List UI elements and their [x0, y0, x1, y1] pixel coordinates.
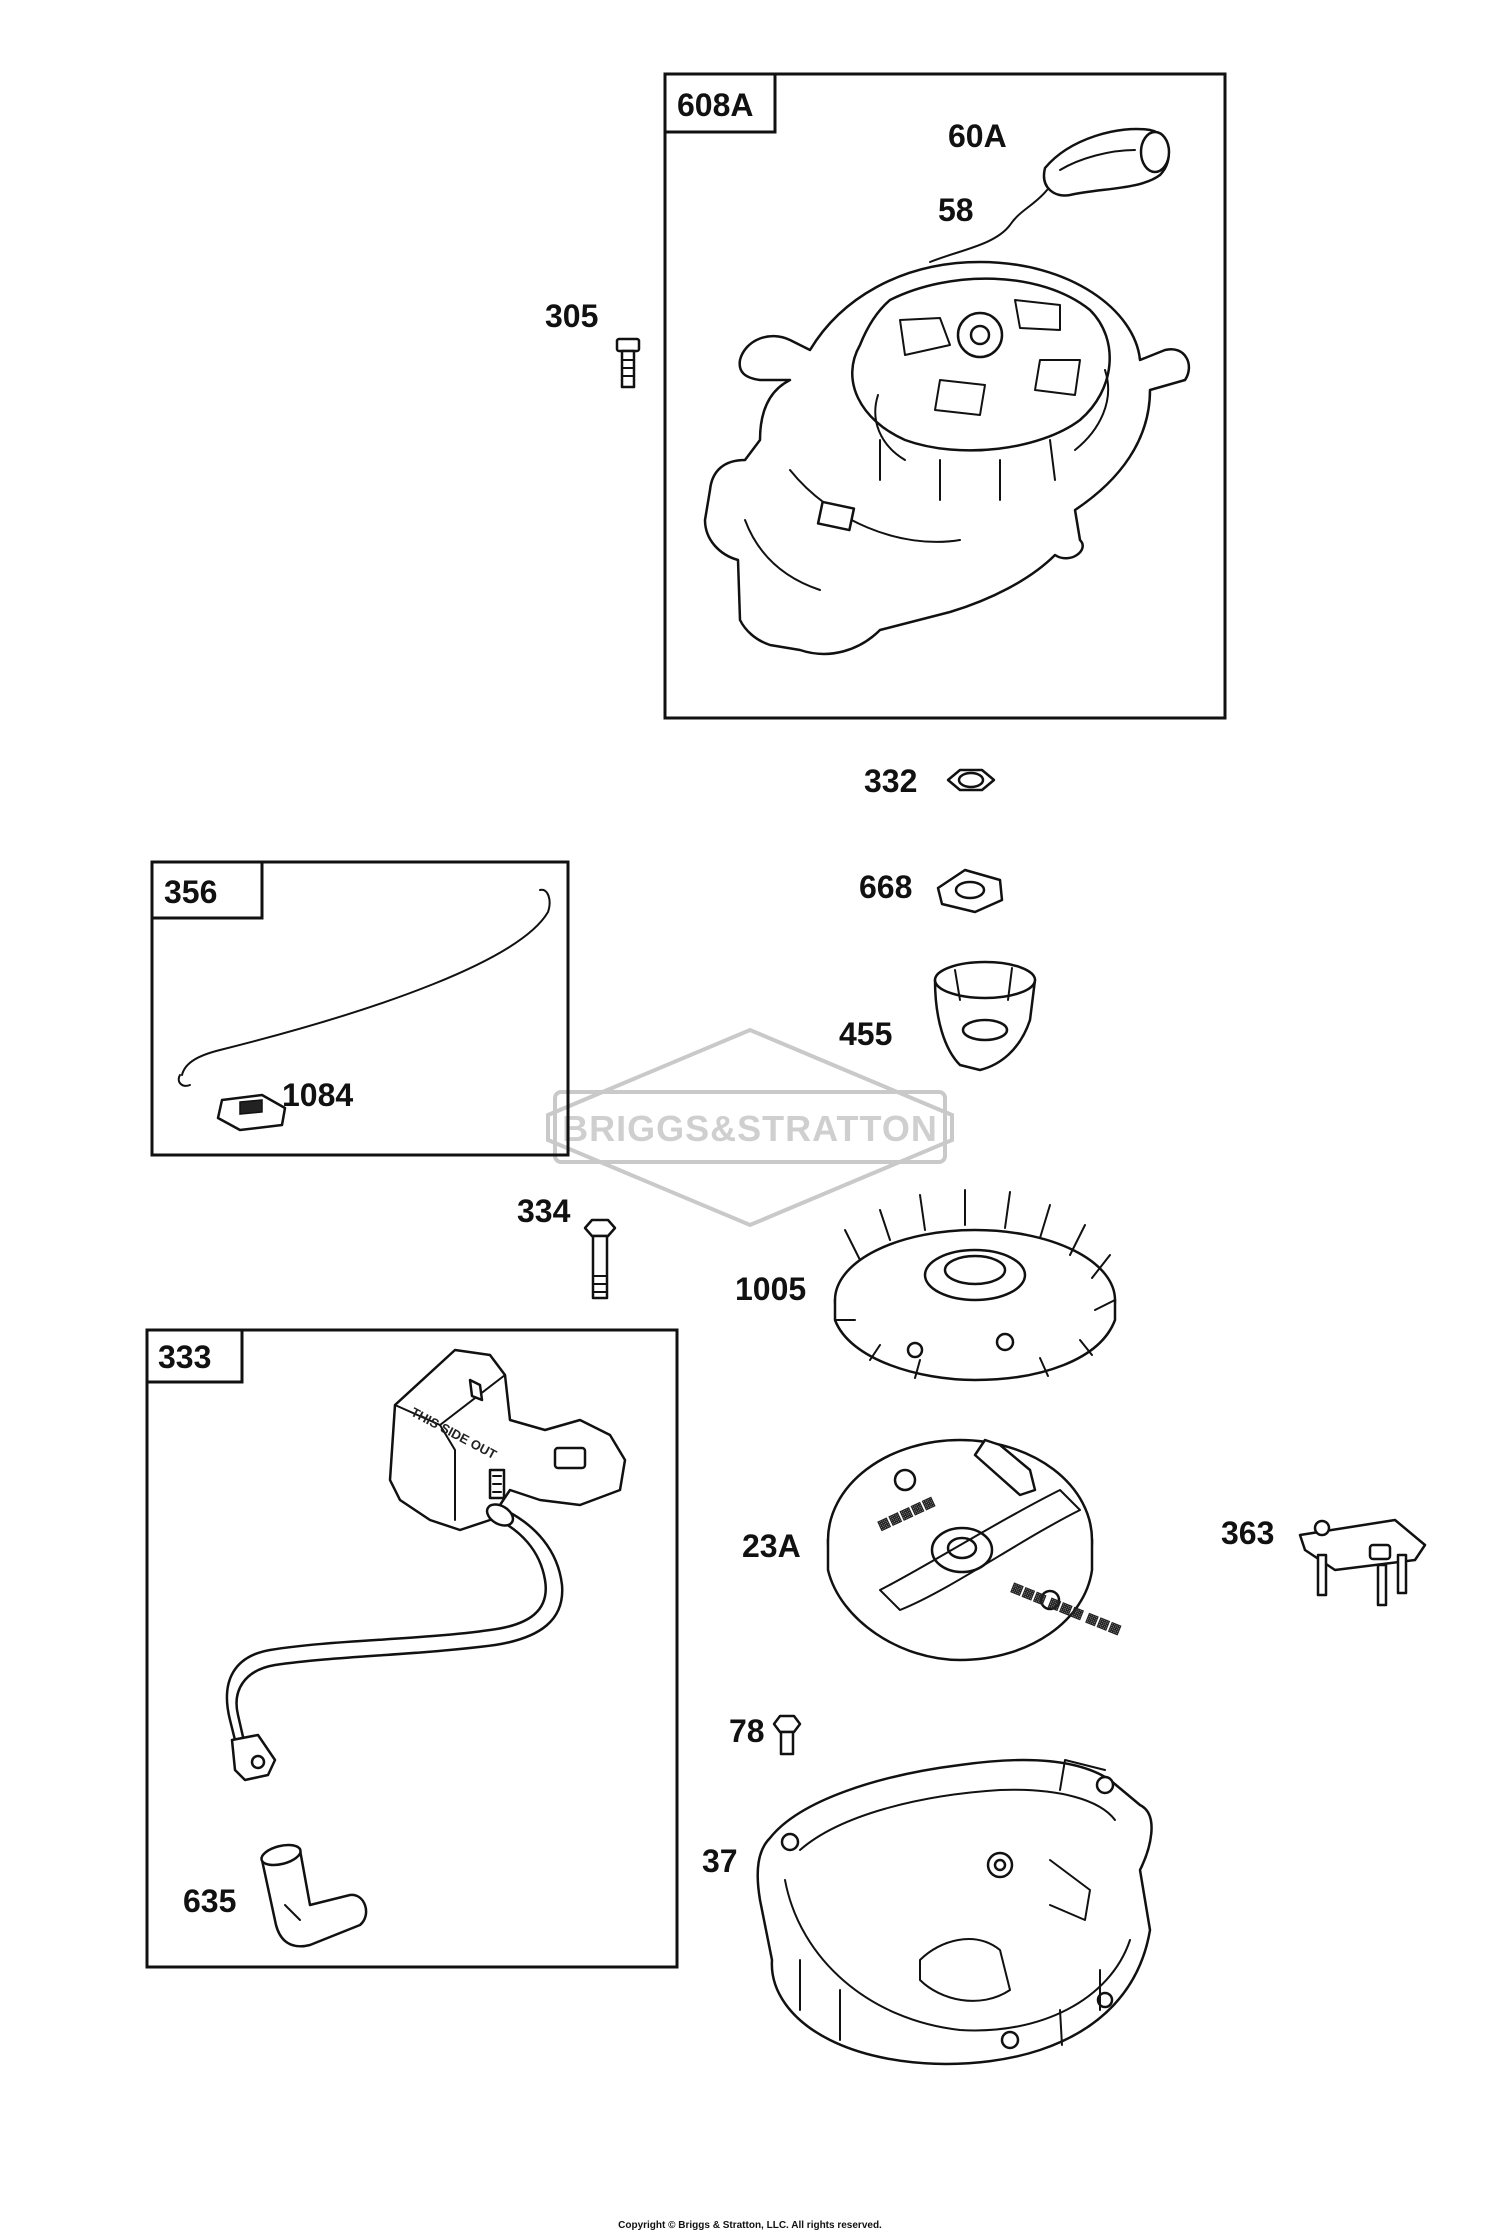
label-363: 363: [1221, 1515, 1274, 1551]
nut-332: 332: [864, 763, 996, 799]
watermark-text: BRIGGS&STRATTON: [562, 1108, 938, 1149]
starter-rope: [929, 189, 1048, 263]
label-1005: 1005: [735, 1271, 806, 1307]
fan-1005: 1005: [735, 1189, 1117, 1382]
bolt-305: 305: [545, 298, 641, 389]
label-305: 305: [545, 298, 598, 334]
washer-668: 668: [859, 868, 1004, 914]
watermark: BRIGGS&STRATTON: [546, 1027, 954, 1228]
copyright: Copyright © Briggs & Stratton, LLC. All …: [618, 2220, 882, 2231]
ground-wire: [181, 888, 551, 1076]
bracket-363: 363: [1221, 1515, 1427, 1607]
bolt-78: 78: [729, 1713, 802, 1756]
group-608a-label: 608A: [677, 87, 754, 123]
group-356: 356 1084: [150, 860, 570, 1157]
wire-terminal: [230, 1733, 277, 1782]
label-37: 37: [702, 1843, 738, 1879]
label-1084: 1084: [282, 1077, 353, 1113]
bolt-334: 334: [517, 1193, 617, 1300]
group-608a: 608A 60A: [663, 72, 1227, 720]
starter-handle: [1042, 127, 1171, 197]
label-455: 455: [839, 1016, 892, 1052]
group-333-label: 333: [158, 1339, 211, 1375]
label-60a: 60A: [948, 118, 1007, 154]
blower-housing-37: 37: [702, 1758, 1153, 2066]
terminal-1084: [216, 1093, 287, 1132]
starter-housing: [703, 260, 1191, 656]
group-356-label: 356: [164, 874, 217, 910]
group-333-box: [145, 1328, 679, 1969]
spark-plug-boot-635: [260, 1843, 368, 1948]
label-78: 78: [729, 1713, 765, 1749]
label-332: 332: [864, 763, 917, 799]
label-23a: 23A: [742, 1528, 801, 1564]
spark-plug-wire: [225, 1508, 564, 1766]
group-333: 333 THIS SIDE OUT 635: [145, 1328, 679, 1969]
starter-cup-455: 455: [839, 960, 1037, 1072]
group-608a-box: [663, 72, 1227, 720]
flywheel-23a: ▦▦▦ ▦▦▦ ▦▦▦ ▦▦▦▦▦ 23A: [742, 1438, 1124, 1662]
label-668: 668: [859, 869, 912, 905]
group-356-box: [150, 860, 570, 1157]
label-58: 58: [938, 192, 974, 228]
ignition-coil: THIS SIDE OUT: [388, 1348, 627, 1532]
label-635: 635: [183, 1883, 236, 1919]
label-334: 334: [517, 1193, 571, 1229]
